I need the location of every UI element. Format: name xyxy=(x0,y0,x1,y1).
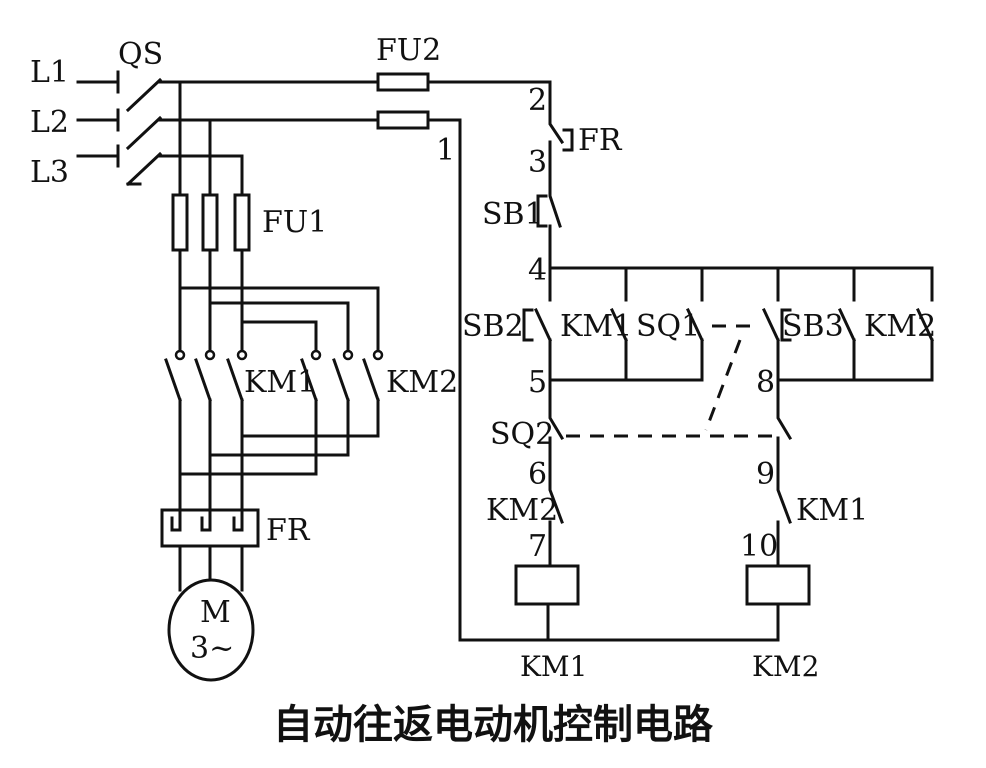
sb2-label: SB2 xyxy=(462,309,524,344)
km2-hold-label: KM2 xyxy=(864,309,936,344)
km2-interlock-contact xyxy=(548,468,564,567)
fr-elements xyxy=(170,508,244,532)
line-label-l3: L3 xyxy=(30,155,69,190)
sq2-label: SQ2 xyxy=(490,417,554,452)
main-circuit: L1 L2 L3 QS FU1 xyxy=(30,37,780,682)
qs-blades xyxy=(125,77,163,187)
node-7: 7 xyxy=(528,529,547,564)
sb3-button-mark xyxy=(780,308,792,342)
node-10: 10 xyxy=(740,529,778,564)
fr-contact-mark xyxy=(562,128,574,152)
km2-main-label: KM2 xyxy=(386,365,458,400)
node-1: 1 xyxy=(436,133,455,168)
fu2-label: FU2 xyxy=(376,33,441,68)
km1-coil-label: KM1 xyxy=(520,650,587,683)
km2-tap-1 xyxy=(178,286,380,352)
km2-hold-contact-b xyxy=(916,308,934,382)
km2-return-1 xyxy=(178,398,318,476)
incoming-lines xyxy=(76,80,120,158)
km1-hold-label: KM1 xyxy=(560,309,632,344)
fr-control-label: FR xyxy=(578,123,623,158)
km2-coil xyxy=(745,564,811,606)
km1-interlock-label: KM1 xyxy=(796,493,868,528)
motor-spec: 3~ xyxy=(190,631,234,666)
fu2-fuse-b xyxy=(376,110,430,130)
switch-label-qs: QS xyxy=(118,37,163,72)
fu1-label: FU1 xyxy=(262,205,327,240)
km2-tap-3 xyxy=(240,320,318,352)
km2-return-2 xyxy=(208,398,350,457)
sb3-label: SB3 xyxy=(782,309,844,344)
bus-l1 xyxy=(158,80,552,106)
node-6: 6 xyxy=(528,457,547,492)
control-circuit: FU2 1 2 FR 3 SB1 4 SB2 KM1 SQ1 SB3 xyxy=(376,33,936,683)
sq2-right-contact xyxy=(776,378,793,472)
sb2-button-mark xyxy=(522,308,534,342)
phase-drops xyxy=(178,80,244,197)
fu1-fuse-a xyxy=(171,193,189,252)
fu1-fuse-b xyxy=(201,193,219,252)
node-3: 3 xyxy=(528,145,547,180)
fu1-fuse-c xyxy=(233,193,251,252)
km2-coil-label: KM2 xyxy=(752,650,819,683)
fr-control-contact xyxy=(548,102,565,174)
main-contact-stubs xyxy=(174,349,384,361)
line-label-l1: L1 xyxy=(30,55,69,90)
line-label-l2: L2 xyxy=(30,105,69,140)
km2-main-contacts xyxy=(300,358,380,402)
bus-l2 xyxy=(158,118,780,642)
node-4: 4 xyxy=(528,253,547,288)
sb3-contact xyxy=(762,308,780,382)
sq2-contact xyxy=(548,378,565,472)
km1-hold-contact xyxy=(610,308,628,382)
motor-label: M xyxy=(200,595,231,630)
km2-interlock-label: KM2 xyxy=(486,493,558,528)
km1-interlock-contact xyxy=(776,468,792,567)
sq1-label: SQ1 xyxy=(636,309,700,344)
sb1-contact xyxy=(548,170,562,270)
sq-mechanical-link xyxy=(704,339,742,431)
fr-main-label: FR xyxy=(266,513,311,548)
sb1-label: SB1 xyxy=(482,197,544,232)
km2-return-3 xyxy=(240,398,380,438)
node-2: 2 xyxy=(528,83,547,118)
diagram-title: 自动往返电动机控制电路 xyxy=(273,702,714,748)
node-8: 8 xyxy=(756,365,775,400)
node-9: 9 xyxy=(756,457,775,492)
km1-main-label: KM1 xyxy=(244,365,316,400)
sb1-button-mark xyxy=(536,194,548,228)
fu1-outputs xyxy=(178,248,244,352)
km1-main-contacts xyxy=(164,358,244,402)
node-5: 5 xyxy=(528,365,547,400)
branch-tops xyxy=(548,266,934,302)
km2-hold-contact xyxy=(838,308,856,382)
sq1-contact xyxy=(686,308,704,382)
fu2-fuse-a xyxy=(376,72,430,92)
km1-coil xyxy=(514,564,580,606)
sb2-contact xyxy=(534,308,552,382)
km2-tap-2 xyxy=(208,301,350,352)
motor-symbol xyxy=(167,578,255,682)
